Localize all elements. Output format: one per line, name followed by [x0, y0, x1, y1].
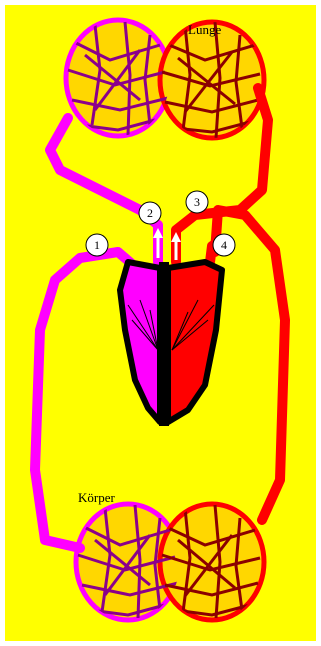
heart-septum [159, 262, 169, 426]
marker-4-label: 4 [221, 238, 227, 252]
marker-2: 2 [139, 202, 161, 224]
marker-3-label: 3 [194, 195, 200, 209]
lung-right-lobe [160, 22, 264, 138]
marker-1-label: 1 [94, 238, 100, 252]
lung-label: Lunge [188, 22, 221, 37]
marker-4: 4 [213, 234, 235, 256]
marker-1: 1 [86, 234, 108, 256]
marker-3: 3 [186, 191, 208, 213]
body-label: Körper [78, 490, 115, 505]
marker-2-label: 2 [147, 206, 153, 220]
